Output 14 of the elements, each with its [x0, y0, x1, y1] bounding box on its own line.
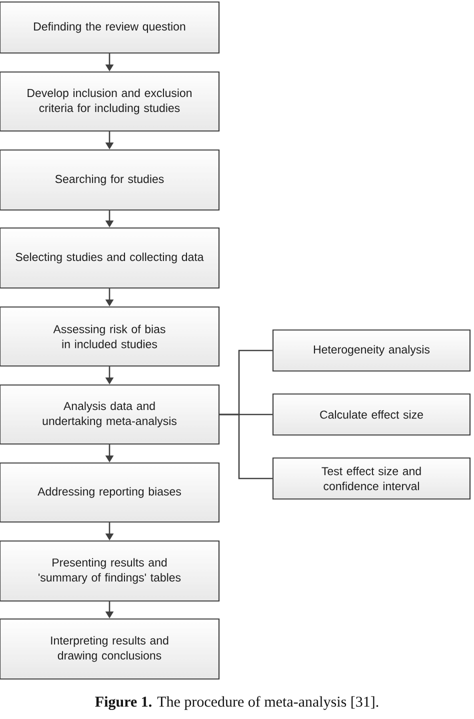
caption: Figure 1. The procedure of meta-analysis [31]. — [95, 696, 378, 710]
sub-step-box: Calculate effect size — [272, 393, 471, 436]
step-box: Analysis data and undertaking meta-analysis — [0, 384, 220, 445]
step-box: Develop inclusion and exclusion criteria for including studies — [0, 71, 220, 132]
step-box: Addressing reporting biases — [0, 462, 220, 523]
sub-step-box: Test effect size and confidence interval — [272, 457, 471, 500]
step-box: Selecting studies and collecting data — [0, 227, 220, 289]
branch-line — [220, 414, 272, 480]
step-box: Presenting results and 'summary of findings' tables — [0, 540, 220, 602]
step-box: Definding the review question — [0, 1, 220, 54]
step-box: Assessing risk of bias in included studies — [0, 306, 220, 367]
step-box: Searching for studies — [0, 149, 220, 211]
step-box: Interpreting results and drawing conclusions — [0, 618, 220, 680]
sub-step-box: Heterogeneity analysis — [272, 329, 471, 372]
